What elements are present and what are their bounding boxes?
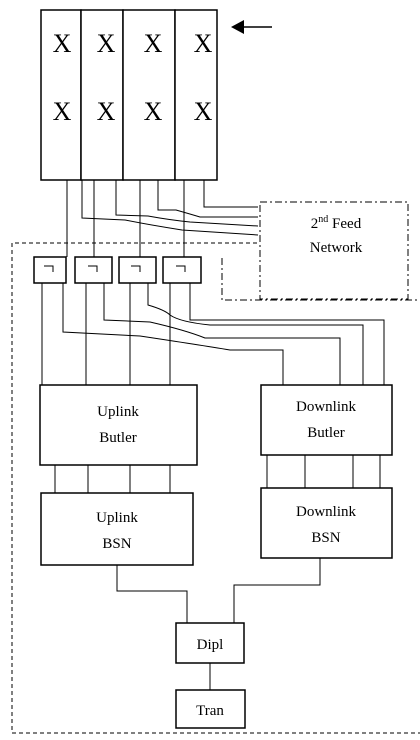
coupler-row xyxy=(33,256,202,284)
coupler-3 xyxy=(118,256,157,284)
uplink-bsn-label-line1: Uplink xyxy=(96,510,138,526)
coupler-to-downlink-butler-lines xyxy=(62,283,385,385)
array-column-2 xyxy=(80,9,124,181)
uplink-bsn-label-line2: BSN xyxy=(102,536,131,552)
left-arrow-icon xyxy=(231,20,272,34)
downlink-butler-to-bsn-lines xyxy=(266,455,381,488)
antenna-array: X X X X X X X X xyxy=(40,9,218,181)
bsn-to-diplexer-lines xyxy=(116,558,321,623)
array-column-1 xyxy=(40,9,82,181)
transceiver-block: Tran xyxy=(175,689,246,729)
downlink-butler-label-line2: Butler xyxy=(307,425,345,441)
transceiver-label: Tran xyxy=(196,703,224,719)
coupler-4 xyxy=(162,256,202,284)
downlink-butler-block: Downlink Butler xyxy=(260,384,393,456)
uplink-bsn-block: Uplink BSN xyxy=(40,492,194,566)
diplexer-block: Dipl xyxy=(175,622,245,664)
downlink-bsn-label-line2: BSN xyxy=(311,530,340,546)
coupler-to-uplink-butler-lines xyxy=(41,283,171,385)
array-element: X xyxy=(97,97,116,126)
array-to-coupler-lines xyxy=(66,180,185,257)
second-feed-label-line2: Network xyxy=(310,240,363,256)
dashed-enclosure xyxy=(11,242,420,734)
coupler-2 xyxy=(74,256,113,284)
array-element: X xyxy=(97,29,116,58)
array-element: X xyxy=(53,97,72,126)
array-element: X xyxy=(53,29,72,58)
array-column-3 xyxy=(122,9,176,181)
array-column-4 xyxy=(174,9,218,181)
downlink-bsn-block: Downlink BSN xyxy=(260,487,393,559)
diplexer-label: Dipl xyxy=(197,637,224,653)
uplink-butler-block: Uplink Butler xyxy=(39,384,198,466)
downlink-bsn-label-line1: Downlink xyxy=(296,504,357,520)
array-element: X xyxy=(194,97,213,126)
coupler-1 xyxy=(33,256,67,284)
second-feed-network-block: 2nd Feed Network xyxy=(221,201,420,301)
uplink-butler-label-line1: Uplink xyxy=(97,404,139,420)
second-feed-label-line1: 2nd Feed xyxy=(311,214,362,232)
array-element: X xyxy=(144,29,163,58)
array-element: X xyxy=(194,29,213,58)
uplink-butler-to-bsn-lines xyxy=(54,465,171,493)
second-feed-connections xyxy=(81,180,259,236)
downlink-butler-label-line1: Downlink xyxy=(296,399,357,415)
array-element: X xyxy=(144,97,163,126)
uplink-butler-label-line2: Butler xyxy=(99,430,137,446)
